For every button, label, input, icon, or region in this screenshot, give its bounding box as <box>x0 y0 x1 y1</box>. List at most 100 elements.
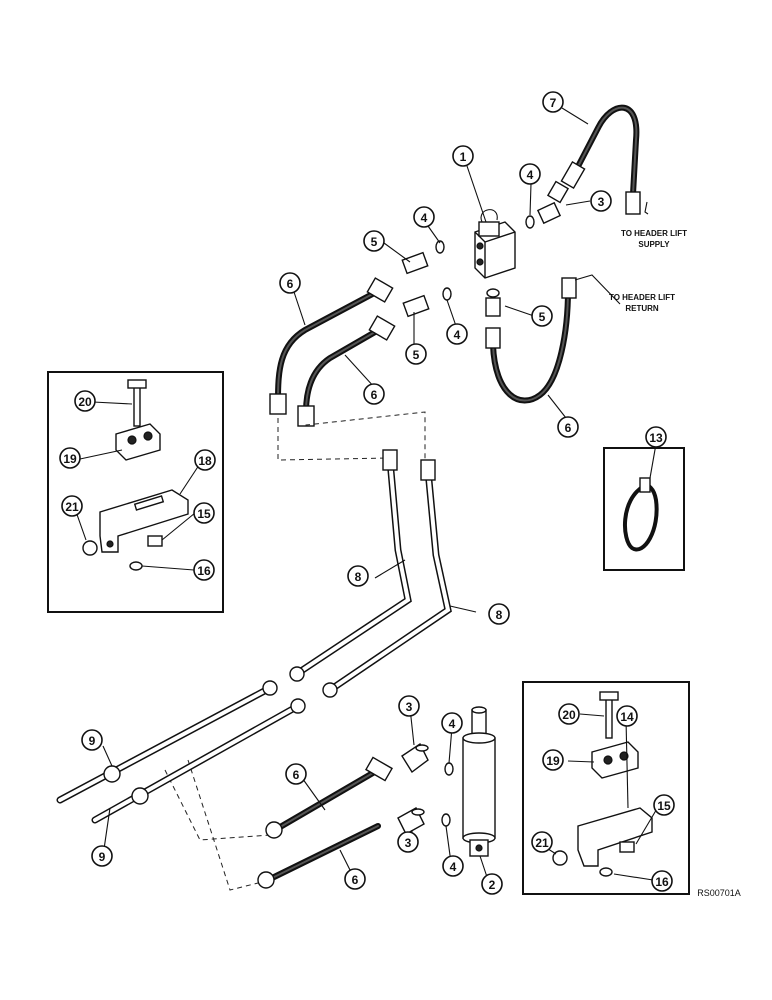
callout-15: 15 <box>193 502 215 524</box>
callout-4: 4 <box>413 206 435 228</box>
callout-4: 4 <box>441 712 463 734</box>
callout-14: 14 <box>616 705 638 727</box>
callout-13: 13 <box>645 426 667 448</box>
tube-8-left <box>289 449 412 682</box>
callout-3: 3 <box>590 190 612 212</box>
callout-2: 2 <box>481 873 503 895</box>
inset-left-parts <box>82 379 189 571</box>
callout-18: 18 <box>194 449 216 471</box>
inset-box-strap <box>603 447 685 571</box>
callout-8: 8 <box>488 603 510 625</box>
hose-6-upper-left <box>269 277 394 415</box>
callout-21: 21 <box>531 831 553 853</box>
svg-text:3: 3 <box>406 700 413 714</box>
callout-9: 9 <box>81 729 103 751</box>
svg-text:15: 15 <box>657 799 671 813</box>
callout-6: 6 <box>557 416 579 438</box>
hose-6-lower-lower <box>257 823 381 889</box>
svg-text:20: 20 <box>562 708 576 722</box>
callout-6: 6 <box>279 272 301 294</box>
callout-6: 6 <box>363 383 385 405</box>
elbow-fitting-lower <box>397 742 429 835</box>
callout-6: 6 <box>285 763 307 785</box>
svg-text:9: 9 <box>99 850 106 864</box>
label-return-line-1: TO HEADER LIFT <box>609 293 675 302</box>
svg-text:21: 21 <box>535 836 549 850</box>
svg-text:4: 4 <box>450 860 457 874</box>
inset-right-parts <box>552 691 653 877</box>
svg-text:8: 8 <box>355 570 362 584</box>
washers <box>441 762 454 827</box>
svg-text:18: 18 <box>198 454 212 468</box>
svg-text:14: 14 <box>620 710 634 724</box>
svg-text:4: 4 <box>527 168 534 182</box>
callout-8: 8 <box>347 565 369 587</box>
svg-text:6: 6 <box>293 768 300 782</box>
callout-9: 9 <box>91 845 113 867</box>
svg-text:8: 8 <box>496 608 503 622</box>
svg-text:6: 6 <box>352 873 359 887</box>
callout-19: 19 <box>542 749 564 771</box>
svg-text:20: 20 <box>78 395 92 409</box>
callout-1: 1 <box>452 145 474 167</box>
callout-19: 19 <box>59 447 81 469</box>
control-valve <box>474 209 516 279</box>
hose-6-lower-upper <box>265 756 393 839</box>
callout-16: 16 <box>193 559 215 581</box>
label-return-line-2: RETURN <box>625 304 659 313</box>
hose-strap <box>622 477 659 552</box>
svg-text:4: 4 <box>454 328 461 342</box>
hose-7 <box>546 104 641 215</box>
callout-4: 4 <box>519 163 541 185</box>
svg-text:5: 5 <box>539 310 546 324</box>
callout-3: 3 <box>398 695 420 717</box>
callout-4: 4 <box>442 855 464 877</box>
hose-6-upper-right <box>297 315 396 427</box>
svg-text:6: 6 <box>371 388 378 402</box>
callout-3: 3 <box>397 831 419 853</box>
reference-code: RS00701A <box>697 888 741 898</box>
svg-text:5: 5 <box>413 348 420 362</box>
svg-text:5: 5 <box>371 235 378 249</box>
inset-box-left <box>47 371 224 613</box>
svg-text:7: 7 <box>550 96 557 110</box>
label-header-lift-supply: TO HEADER LIFT SUPPLY <box>621 229 687 249</box>
svg-text:4: 4 <box>421 211 428 225</box>
callout-15: 15 <box>653 794 675 816</box>
inset-box-right <box>522 681 690 895</box>
svg-text:6: 6 <box>565 421 572 435</box>
svg-text:4: 4 <box>449 717 456 731</box>
tube-9-upper <box>56 680 278 804</box>
svg-text:19: 19 <box>546 754 560 768</box>
svg-text:15: 15 <box>197 507 211 521</box>
fitting-group-top <box>401 201 562 318</box>
label-supply-line-1: TO HEADER LIFT <box>621 229 687 238</box>
svg-text:16: 16 <box>197 564 211 578</box>
callout-5: 5 <box>531 305 553 327</box>
svg-text:3: 3 <box>405 836 412 850</box>
callout-4: 4 <box>446 323 468 345</box>
svg-text:13: 13 <box>649 431 663 445</box>
hydraulic-cylinder <box>462 706 496 857</box>
tube-9-lower <box>91 698 306 824</box>
label-header-lift-return: TO HEADER LIFT RETURN <box>609 293 675 313</box>
tube-8-right <box>322 459 452 698</box>
svg-text:9: 9 <box>89 734 96 748</box>
svg-text:16: 16 <box>655 875 669 889</box>
svg-text:2: 2 <box>489 878 496 892</box>
svg-text:1: 1 <box>460 150 467 164</box>
svg-text:21: 21 <box>65 500 79 514</box>
callout-5: 5 <box>405 343 427 365</box>
leader-lines <box>73 107 659 884</box>
hose-6-return <box>485 277 577 404</box>
callout-7: 7 <box>542 91 564 113</box>
label-supply-line-2: SUPPLY <box>638 240 670 249</box>
callout-16: 16 <box>651 870 673 892</box>
callout-5: 5 <box>363 230 385 252</box>
callout-20: 20 <box>558 703 580 725</box>
callout-6: 6 <box>344 868 366 890</box>
svg-text:19: 19 <box>63 452 77 466</box>
callout-21: 21 <box>61 495 83 517</box>
svg-text:6: 6 <box>287 277 294 291</box>
